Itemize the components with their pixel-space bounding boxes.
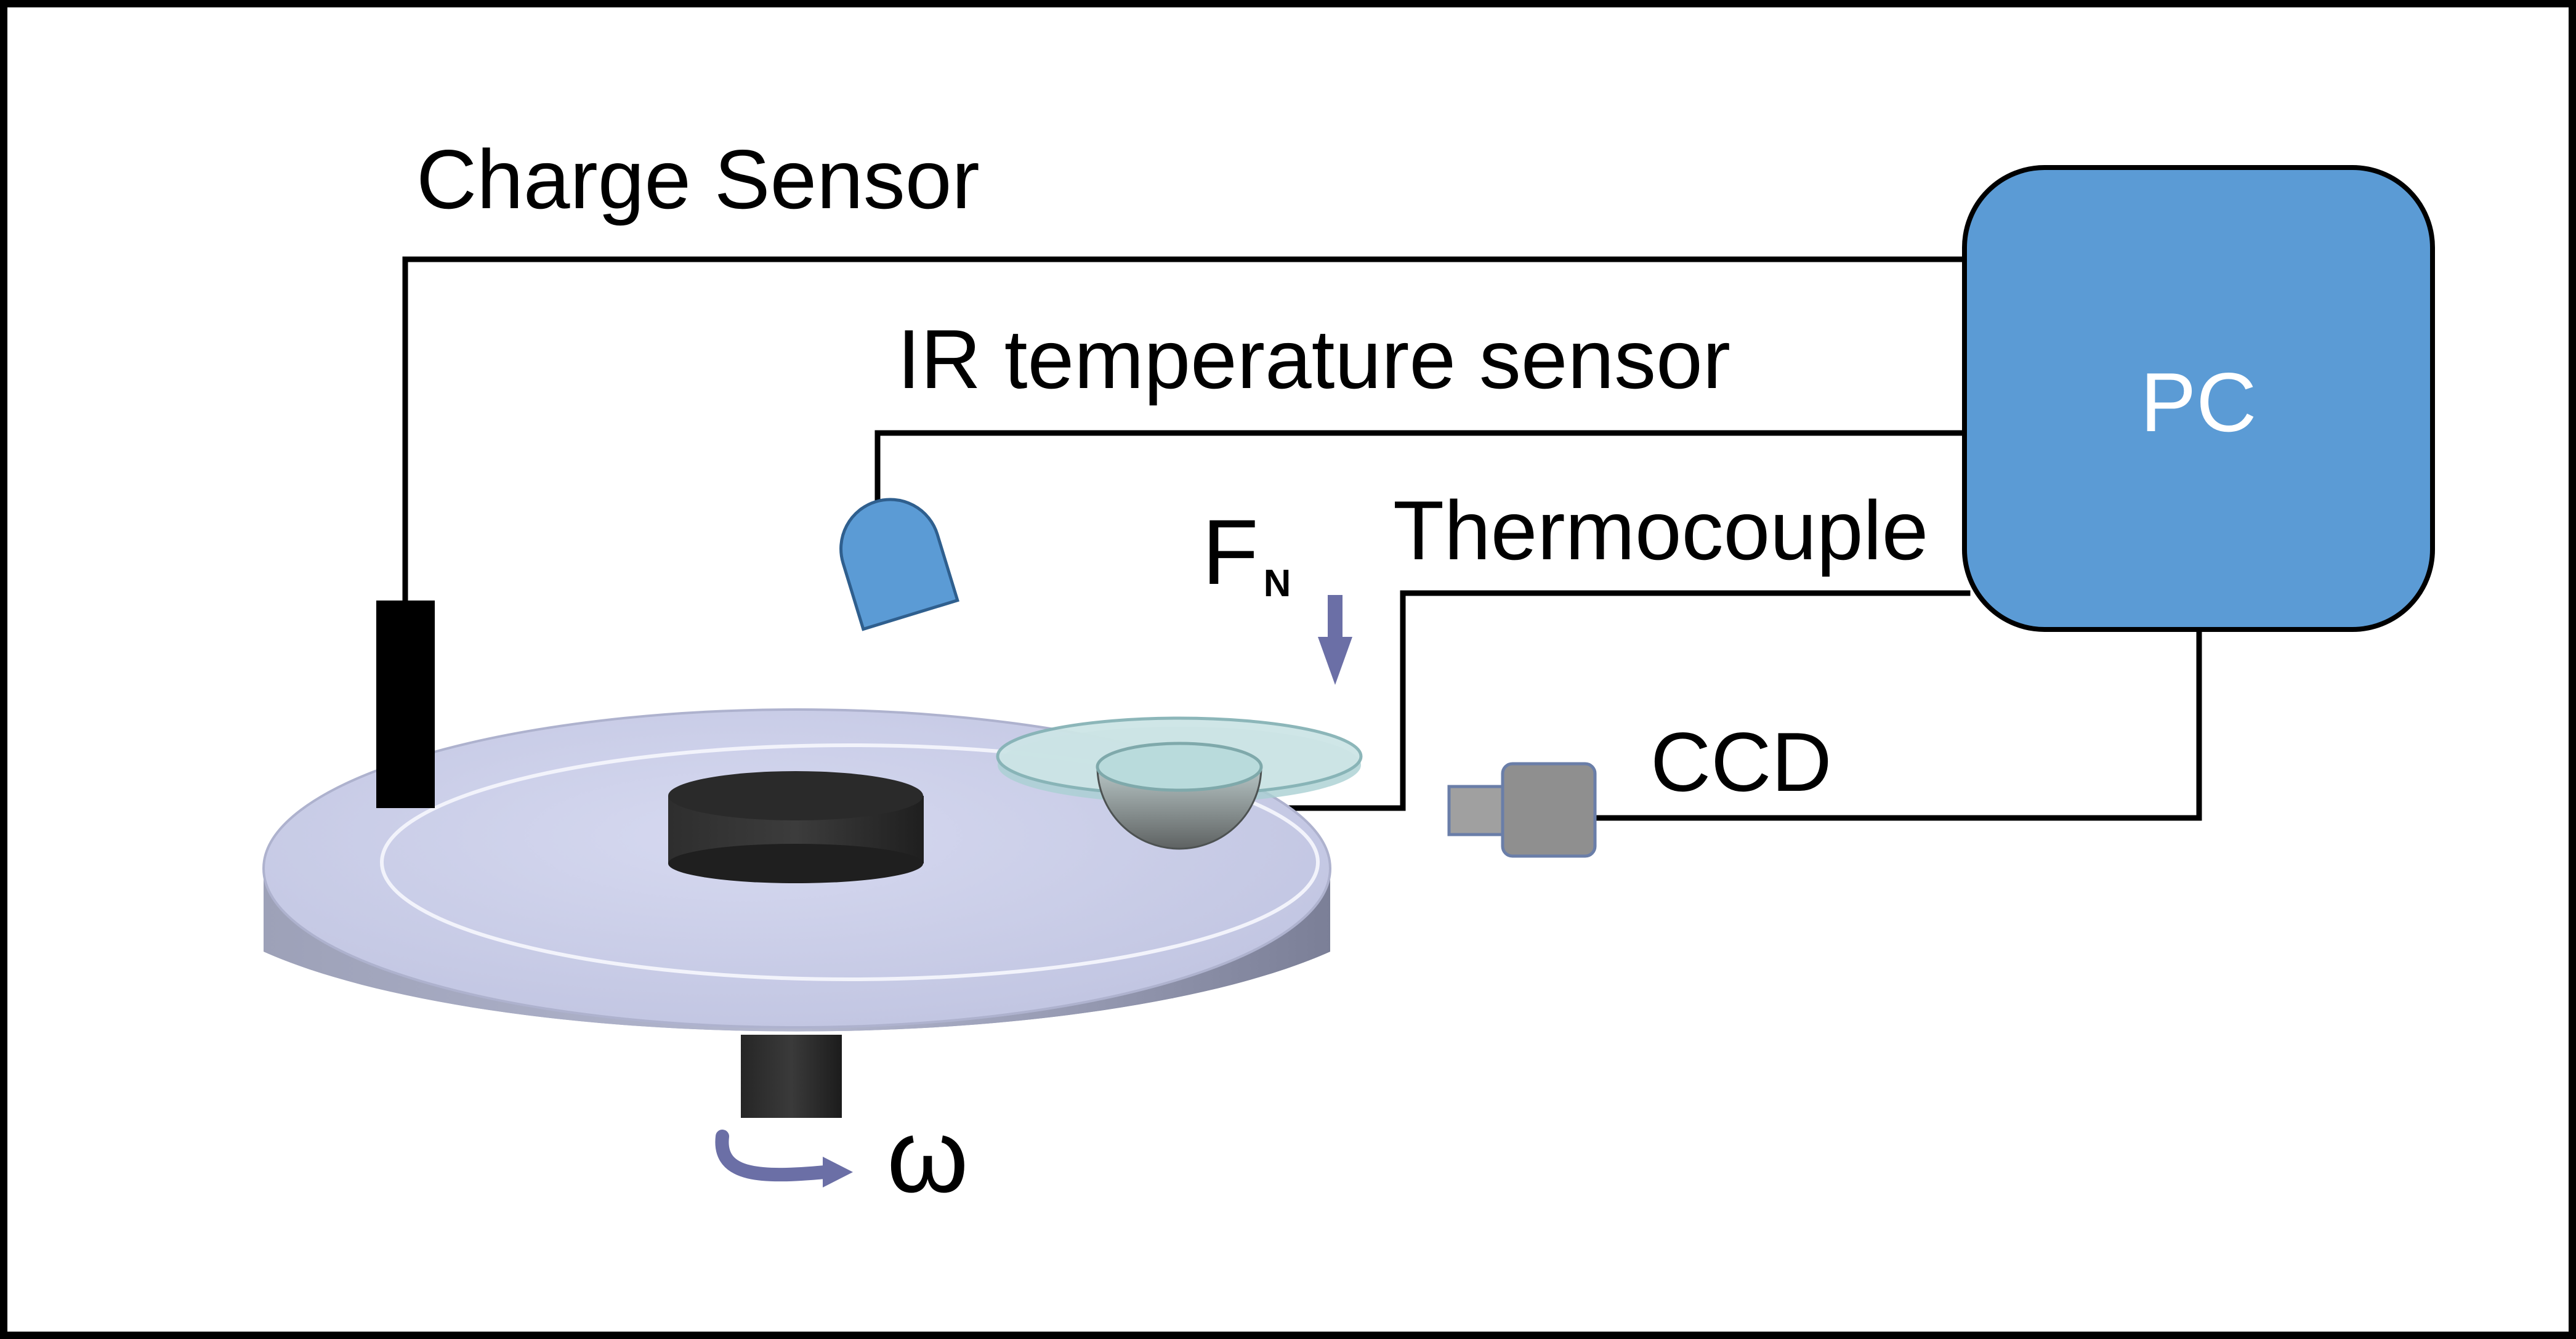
omega-label: ω bbox=[887, 1098, 969, 1215]
ccd-camera-icon bbox=[1447, 762, 1597, 858]
rotation-arrow-icon bbox=[715, 1130, 853, 1187]
charge-sensor-probe bbox=[376, 601, 435, 808]
wear-track bbox=[380, 743, 1320, 981]
center-puck-bottom bbox=[668, 844, 923, 883]
ir-sensor-icon bbox=[839, 498, 959, 631]
charge-sensor-wire bbox=[402, 256, 1971, 607]
pc-unit: PC bbox=[1962, 165, 2435, 632]
center-puck-top bbox=[668, 771, 923, 820]
thermocouple-label: Thermocouple bbox=[1393, 483, 1928, 577]
ccd-body bbox=[1501, 762, 1597, 858]
ball-cup bbox=[1096, 742, 1263, 792]
pc-label: PC bbox=[2141, 355, 2257, 449]
ccd-label: CCD bbox=[1650, 715, 1832, 809]
charge-sensor-label: Charge Sensor bbox=[416, 132, 980, 226]
pc-box bbox=[1962, 165, 2435, 632]
disk-shaft bbox=[741, 1035, 842, 1118]
thermocouple-wire bbox=[1253, 590, 1971, 811]
wiring bbox=[402, 256, 2202, 821]
ir-sensor-label: IR temperature sensor bbox=[897, 312, 1730, 406]
pin-holder bbox=[996, 716, 1363, 850]
ir-sensor-wire bbox=[874, 430, 1971, 508]
down-arrow-icon bbox=[1318, 595, 1352, 685]
ccd-wire bbox=[1586, 626, 2202, 821]
rotating-disk bbox=[262, 708, 1331, 1118]
